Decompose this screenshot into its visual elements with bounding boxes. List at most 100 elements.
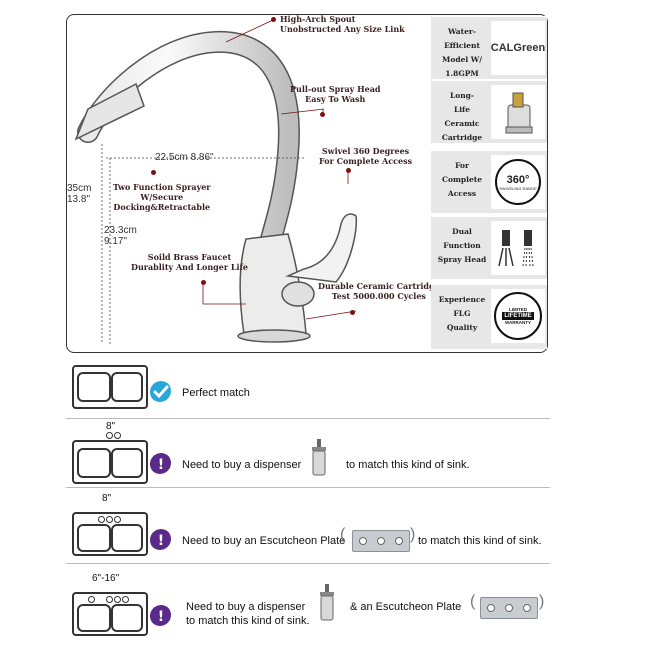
plate-hole <box>395 537 403 545</box>
escutcheon-plate-icon <box>480 597 538 619</box>
faucet-hole <box>114 432 121 439</box>
feature-complete-access: For Complete Access 360° SWIVELING RANGE <box>431 150 547 213</box>
match-sink-text: to match this kind of sink. <box>418 535 542 547</box>
match-sink-text: to match this kind of sink. <box>346 459 470 471</box>
callout-swivel: Swivel 360 Degrees For Complete Access <box>319 146 412 166</box>
feature-line: Long- <box>449 91 475 100</box>
spout-cm: 23.3cm <box>104 225 137 236</box>
plate-hole <box>377 537 385 545</box>
sink-bowl <box>77 604 111 632</box>
feature-line: Cartridge <box>441 133 483 142</box>
callout-dot <box>151 170 156 175</box>
dispenser-needed-text: Need to buy a dispenser <box>186 601 306 613</box>
hole-spacing-label: 6"-16" <box>92 573 120 584</box>
callout-line: Docking&Retractable <box>113 202 211 212</box>
escutcheon-plate-text: & an Escutcheon Plate <box>350 601 462 613</box>
callout-two-function-sprayer: Two Function Sprayer W/Secure Docking&Re… <box>113 182 211 212</box>
plate-hole <box>523 604 531 612</box>
warranty-limited-text: LIMITED <box>509 307 527 312</box>
spray-pattern-icon <box>491 221 545 275</box>
feature-text: Dual Function Spray Head <box>437 225 487 267</box>
feature-line: 1.8GPM <box>445 69 479 78</box>
spout-height-dimension: 23.3cm 9.17" <box>104 225 137 247</box>
feature-line: Experience <box>438 295 486 304</box>
height-dimension: 35cm 13.8" <box>67 183 91 205</box>
swivel-range-text: SWIVELING RANGE <box>499 185 537 191</box>
cartridge-icon <box>491 85 545 139</box>
lifetime-warranty-icon: LIMITED LIFETIME WARRANTY <box>491 289 545 343</box>
callout-line: High-Arch Spout <box>280 14 356 24</box>
feature-line: FLG <box>453 309 471 318</box>
row-divider <box>66 563 550 564</box>
paren-open: ( <box>340 526 346 543</box>
calgreen-logo: CALGreen <box>491 21 545 75</box>
callout-line: Swivel 360 Degrees <box>321 146 410 156</box>
sink-bowl <box>111 372 143 402</box>
sink-bowl <box>77 524 111 552</box>
callout-line: Two Function Sprayer <box>113 182 211 192</box>
check-icon <box>150 381 171 402</box>
callout-dot <box>346 168 351 173</box>
feature-text: Experience FLG Quality <box>437 293 487 335</box>
callout-ceramic-cartridge: Durable Ceramic Cartridge Test 5000.000 … <box>318 281 440 301</box>
faucet-hole <box>106 596 113 603</box>
exclamation-icon: ! <box>150 529 171 550</box>
sink-bowl <box>111 524 143 552</box>
feature-flg-quality: Experience FLG Quality LIMITED LIFETIME … <box>431 284 547 349</box>
faucet-hole <box>106 432 113 439</box>
feature-text: Long- Life Ceramic Cartridge <box>437 89 487 145</box>
dispenser-needed-text: Need to buy a dispenser <box>182 459 302 471</box>
svg-text:!: ! <box>158 457 164 473</box>
feature-line: Ceramic <box>444 119 480 128</box>
height-cm: 35cm <box>67 183 92 194</box>
faucet-hole <box>98 516 105 523</box>
callout-line: W/Secure <box>140 192 184 202</box>
paren-open: ( <box>470 593 476 610</box>
exclamation-icon: ! <box>150 453 171 474</box>
swivel-360-text: 360° <box>506 173 530 186</box>
feature-line: For <box>455 161 469 170</box>
soap-dispenser-icon <box>320 584 334 621</box>
soap-dispenser-icon <box>312 439 326 476</box>
exclamation-icon: ! <box>150 605 171 626</box>
faucet-hole <box>122 596 129 603</box>
callout-dot <box>320 112 325 117</box>
escutcheon-needed-text: Need to buy an Escutcheon Plate <box>182 535 346 547</box>
callout-line: For Complete Access <box>319 156 413 166</box>
hole-spacing-label: 8" <box>106 421 116 432</box>
spout-in: 9.17" <box>104 236 128 247</box>
feature-line: Quality <box>446 323 478 332</box>
sink-three-hole <box>72 440 148 484</box>
callout-line: Durablity And Longer Life <box>131 262 249 272</box>
faucet-hole <box>114 596 121 603</box>
feature-text: Water- Efficient Model W/ 1.8GPM <box>437 25 487 81</box>
plate-hole <box>359 537 367 545</box>
row-divider <box>66 487 550 488</box>
callout-line: Soild Brass Faucet <box>147 252 232 262</box>
callout-line: Pull-out Spray Head <box>290 84 381 94</box>
feature-line: Dual <box>452 227 472 236</box>
sink-bowl <box>111 604 143 632</box>
feature-line: Model W/ <box>442 55 482 64</box>
plate-hole <box>487 604 495 612</box>
sink-bowl <box>77 448 111 478</box>
faucet-illustration <box>74 19 358 344</box>
perfect-match-text: Perfect match <box>182 387 250 399</box>
height-in: 13.8" <box>67 194 91 205</box>
paren-close: ) <box>410 526 416 543</box>
callout-line: Unobstructed Any Size Link <box>280 24 405 34</box>
callout-high-arch-spout: High-Arch Spout Unobstructed Any Size Li… <box>280 14 405 34</box>
escutcheon-plate-icon <box>352 530 410 552</box>
faucet-hole <box>88 596 95 603</box>
feature-dual-function: Dual Function Spray Head <box>431 216 547 279</box>
callout-dot <box>271 17 276 22</box>
feature-line: Water- <box>448 27 476 36</box>
faucet-hole <box>106 516 113 523</box>
feature-line: Complete <box>441 175 482 184</box>
swivel-360-icon: 360° SWIVELING RANGE <box>491 155 545 209</box>
reach-dimension: 22.5cm 8.86" <box>155 152 214 163</box>
feature-ceramic-cartridge: Long- Life Ceramic Cartridge <box>431 80 547 143</box>
cartridge-icon-graphic <box>505 92 533 134</box>
callout-solid-brass: Soild Brass Faucet Durablity And Longer … <box>131 252 248 272</box>
callout-line: Easy To Wash <box>305 94 366 104</box>
